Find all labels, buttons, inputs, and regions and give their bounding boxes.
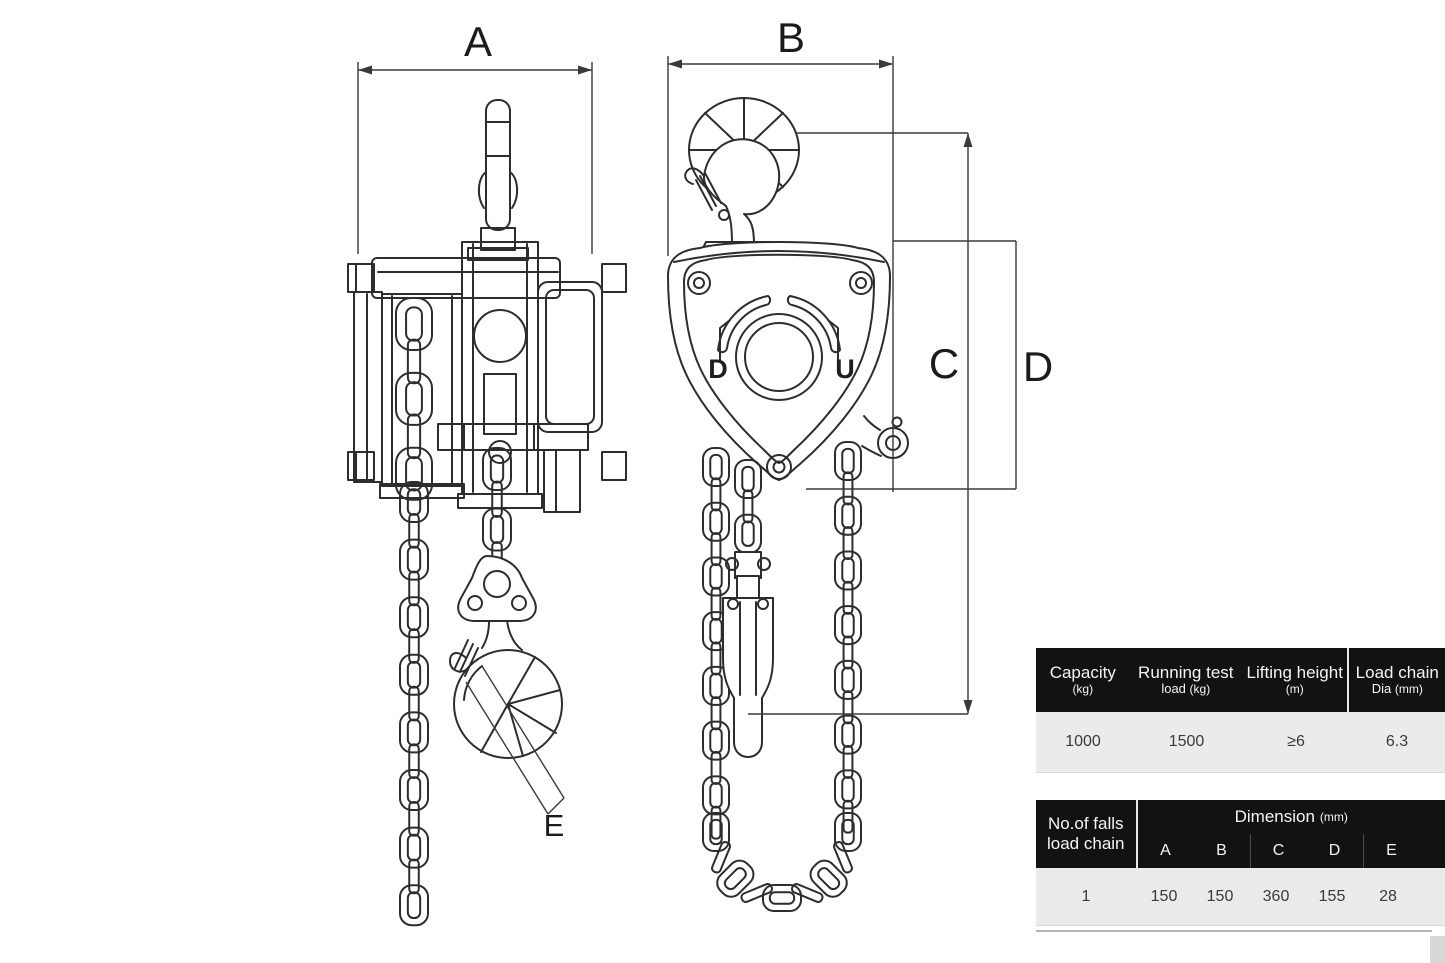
- dimension-header-group: Dimension (mm) A B C D E: [1135, 800, 1445, 868]
- dim-A: A: [357, 18, 593, 254]
- spec-value-lifting-height: ≥6: [1287, 733, 1305, 750]
- table-footer-rule: [1036, 930, 1432, 932]
- front-body: D U: [667, 241, 909, 481]
- spec-header-lifting-height: Lifting height (m): [1246, 662, 1343, 697]
- dim-label-D: D: [1023, 343, 1053, 390]
- dimension-header-falls: No.of falls load chain: [1047, 814, 1125, 853]
- side-top-hook: [467, 99, 529, 261]
- side-hand-chain: [399, 481, 429, 927]
- side-view: [347, 99, 627, 927]
- dimension-value-falls: 1: [1081, 887, 1091, 905]
- wheel-letter-down: D: [708, 354, 728, 384]
- dimension-table-header: No.of falls load chain Dimension (mm) A …: [1036, 800, 1445, 868]
- front-view: D U: [667, 97, 909, 912]
- dim-label-E: E: [544, 808, 565, 843]
- dim-C: C: [748, 132, 973, 715]
- spec-header-load-chain-dia: Load chain Dia (mm): [1347, 648, 1445, 712]
- spec-header-running-test-load: Running test load (kg): [1138, 662, 1234, 697]
- dimension-col-C: C: [1249, 834, 1307, 868]
- spec-table-header: Capacity (kg) Running test load (kg) Lif…: [1036, 648, 1445, 712]
- front-hand-chain-loop: [702, 812, 862, 912]
- hook-opening-band: [465, 665, 565, 815]
- cropped-corner-block: [1430, 936, 1445, 963]
- wheel-letter-up: U: [835, 354, 855, 384]
- side-bottom-hook: [449, 555, 565, 815]
- dim-B: B: [667, 14, 894, 492]
- side-loadwheel-chain: [395, 297, 433, 501]
- dimension-annotations: A B C D E: [357, 14, 1053, 843]
- spec-header-capacity: Capacity (kg): [1049, 662, 1116, 697]
- front-top-hook: [684, 97, 800, 259]
- front-load-chain: [734, 459, 762, 554]
- dimension-col-E: E: [1362, 834, 1420, 868]
- side-lug: [861, 415, 909, 459]
- dimension-value-C: 360: [1262, 887, 1290, 905]
- front-bottom-hook: [722, 551, 774, 758]
- dim-D: D: [806, 240, 1053, 490]
- spec-value-capacity: 1000: [1065, 733, 1101, 750]
- dimension-value-A: 150: [1150, 887, 1178, 905]
- spec-value-load-chain-dia: 6.3: [1385, 733, 1409, 750]
- spec-table-row: 1000 1500 ≥6 6.3: [1036, 712, 1445, 773]
- dimension-col-A: A: [1160, 842, 1171, 859]
- dim-label-B: B: [777, 14, 805, 61]
- dim-label-C: C: [929, 340, 959, 387]
- dim-label-A: A: [464, 18, 492, 65]
- spec-table: Capacity (kg) Running test load (kg) Lif…: [1036, 648, 1445, 773]
- dimension-value-B: 150: [1206, 887, 1234, 905]
- front-hand-chain-right: [834, 441, 862, 834]
- dimension-col-D: D: [1328, 842, 1341, 859]
- spec-value-running-test-load: 1500: [1168, 733, 1205, 750]
- dimension-table-row: 1 150 150 360 155 28: [1036, 868, 1445, 926]
- side-body: [347, 241, 627, 513]
- dimension-table: No.of falls load chain Dimension (mm) A …: [1036, 800, 1445, 926]
- dimension-value-D: 155: [1318, 887, 1346, 905]
- dimension-value-E: 28: [1379, 887, 1397, 905]
- dimension-col-B: B: [1216, 842, 1227, 859]
